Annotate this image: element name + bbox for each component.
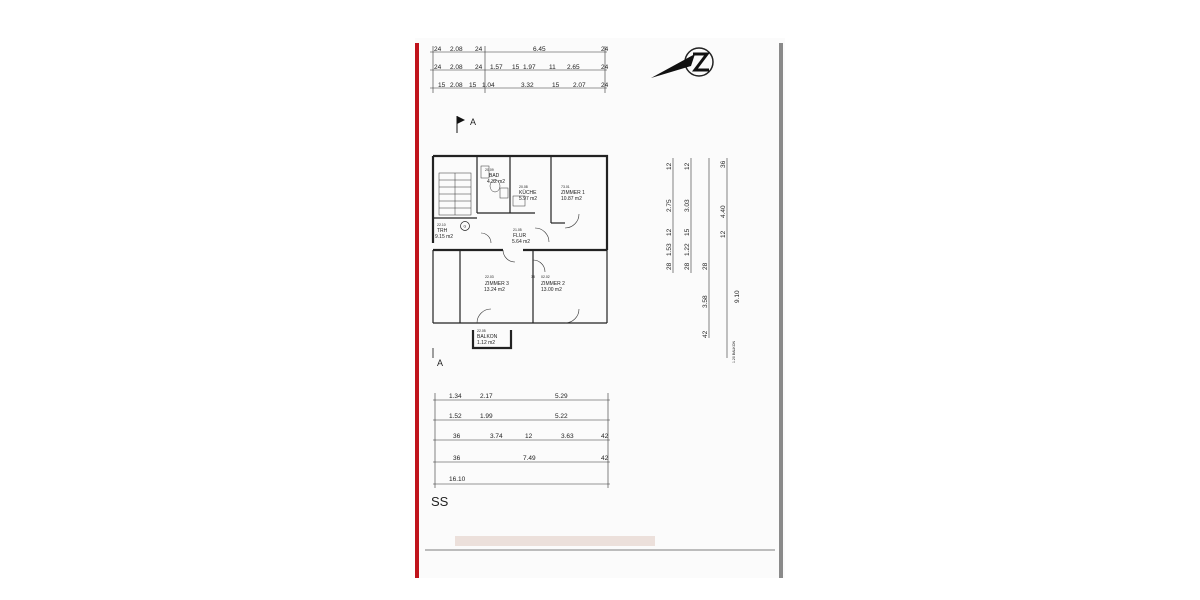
right-dim-total: 9.10	[734, 290, 741, 303]
right-dim-1a: 28	[666, 262, 673, 270]
right-dim-3b: 3.58	[702, 295, 709, 308]
bottom-dim-1b: 2.17	[480, 393, 493, 400]
right-dim-1e: 12	[666, 162, 673, 170]
right-dim-1b: 1.53	[666, 243, 673, 256]
right-dim-2d: 3.03	[684, 199, 691, 212]
zimmer1-room-area: 10.87 m2	[561, 196, 582, 202]
top-dim-1a: 24	[434, 46, 442, 53]
top-dim-1b: 2.08	[450, 46, 463, 53]
top-dim-2f: 1.97	[523, 64, 536, 71]
zimmer2-room-name: ZIMMER 2	[541, 281, 565, 287]
kueche-room-number: 20.08	[519, 185, 528, 189]
bottom-dim-4a: 36	[453, 455, 461, 462]
right-dim-3c: 28	[702, 262, 709, 270]
floor-plan-sheet: 24 2.08 24 6.45 24 24 2.08 24 1.57 15 1.…	[415, 38, 785, 578]
north-arrow-icon	[651, 47, 714, 78]
top-dim-1c: 24	[475, 46, 483, 53]
staircase	[438, 172, 472, 216]
balkon-room-number: 22.05	[477, 329, 486, 333]
interior-walls	[432, 156, 608, 324]
gas-symbol-label: G	[464, 225, 467, 229]
right-dim-4a: 12	[720, 230, 727, 238]
trh-room-name: TRH	[437, 228, 448, 234]
kueche-room-area: 5.97 m2	[519, 196, 537, 202]
top-dim-2h: 2.65	[567, 64, 580, 71]
top-dim-3b: 2.08	[450, 82, 463, 89]
right-dimension-lines	[672, 158, 728, 358]
top-dim-3f: 15	[552, 82, 560, 89]
zimmer3-room-area: 13.24 m2	[484, 287, 505, 293]
top-dim-2g: 11	[549, 64, 556, 71]
bottom-dim-2c: 5.22	[555, 413, 568, 420]
balkon-room-name: BALKON	[477, 334, 498, 340]
flur-room-area: 5.64 m2	[512, 239, 530, 245]
right-dim-2a: 28	[684, 262, 691, 270]
bottom-dim-5a: 16.10	[449, 476, 466, 483]
trh-room-number: 22.10	[437, 223, 446, 227]
bottom-dim-3c: 12	[525, 433, 533, 440]
flur-room-number: 21.05	[513, 228, 522, 232]
right-dim-2b: 1.22	[684, 243, 691, 256]
top-dim-3g: 2.07	[573, 82, 586, 89]
section-label-top: A	[470, 117, 476, 127]
top-dim-1d: 6.45	[533, 46, 546, 53]
stamp-smudge	[455, 536, 655, 546]
bottom-dim-4c: 42	[601, 455, 609, 462]
bad-room-number: 20.09	[485, 168, 494, 172]
zimmer3-room-number: 22.03	[485, 275, 494, 279]
top-dim-3d: 1.04	[482, 82, 495, 89]
gas-symbol-icon	[460, 221, 470, 231]
section-label-bottom: A	[437, 358, 443, 368]
bottom-dim-3a: 36	[453, 433, 461, 440]
bottom-dim-2b: 1.99	[480, 413, 493, 420]
balkon-room-area: 1.12 m2	[477, 340, 495, 346]
page-edge	[779, 43, 783, 578]
bottom-dim-4b: 7.49	[523, 455, 536, 462]
right-dim-1d: 2.75	[666, 199, 673, 212]
top-dim-3a: 15	[438, 82, 446, 89]
bathroom-fixtures	[480, 165, 526, 207]
kueche-room-name: KÜCHE	[519, 189, 537, 196]
bottom-dim-2a: 1.52	[449, 413, 462, 420]
red-margin-strip	[415, 43, 419, 578]
door-mark-38: 38	[531, 275, 535, 279]
bottom-dim-3d: 3.63	[561, 433, 574, 440]
zimmer1-room-name: ZIMMER 1	[561, 190, 585, 196]
zimmer2-room-number: 02.02	[541, 275, 550, 279]
right-dim-4c: 36	[720, 160, 727, 168]
bottom-dimension-lines	[433, 393, 610, 488]
zimmer3-room-name: ZIMMER 3	[485, 281, 509, 287]
trh-room-area: 9.15 m2	[435, 234, 453, 240]
right-dim-2c: 15	[684, 228, 691, 236]
top-dim-3h: 24	[601, 82, 609, 89]
top-dim-3c: 15	[469, 82, 477, 89]
right-dim-2e: 12	[684, 162, 691, 170]
right-dim-4b: 4.40	[720, 205, 727, 218]
bottom-dim-1a: 1.34	[449, 393, 462, 400]
top-dim-2c: 24	[475, 64, 483, 71]
bottom-dim-1c: 5.29	[555, 393, 568, 400]
top-dim-2i: 24	[601, 64, 609, 71]
bad-room-name: BAD	[489, 173, 500, 179]
zimmer1-room-number: 73.01	[561, 185, 570, 189]
top-dim-2a: 24	[434, 64, 442, 71]
bottom-dim-3b: 3.74	[490, 433, 503, 440]
right-dim-balkon: 1.20 BALKON	[732, 341, 736, 363]
plan-walls	[431, 154, 609, 350]
right-dim-3a: 42	[702, 330, 709, 338]
door-swings	[476, 213, 580, 324]
bottom-dim-3e: 42	[601, 433, 609, 440]
floor-plan: 24 2.08 24 6.45 24 24 2.08 24 1.57 15 1.…	[415, 43, 783, 578]
top-dim-2d: 1.57	[490, 64, 503, 71]
zimmer2-room-area: 13.00 m2	[541, 287, 562, 293]
top-dim-3e: 3.32	[521, 82, 534, 89]
flur-room-name: FLUR	[513, 233, 526, 239]
right-dim-1c: 12	[666, 228, 673, 236]
top-dim-2b: 2.08	[450, 64, 463, 71]
section-marker-top	[456, 116, 465, 133]
top-dim-2e: 15	[512, 64, 520, 71]
floor-label: SS	[431, 494, 449, 509]
top-dim-1e: 24	[601, 46, 609, 53]
bad-room-area: 4.32 m2	[487, 179, 505, 185]
